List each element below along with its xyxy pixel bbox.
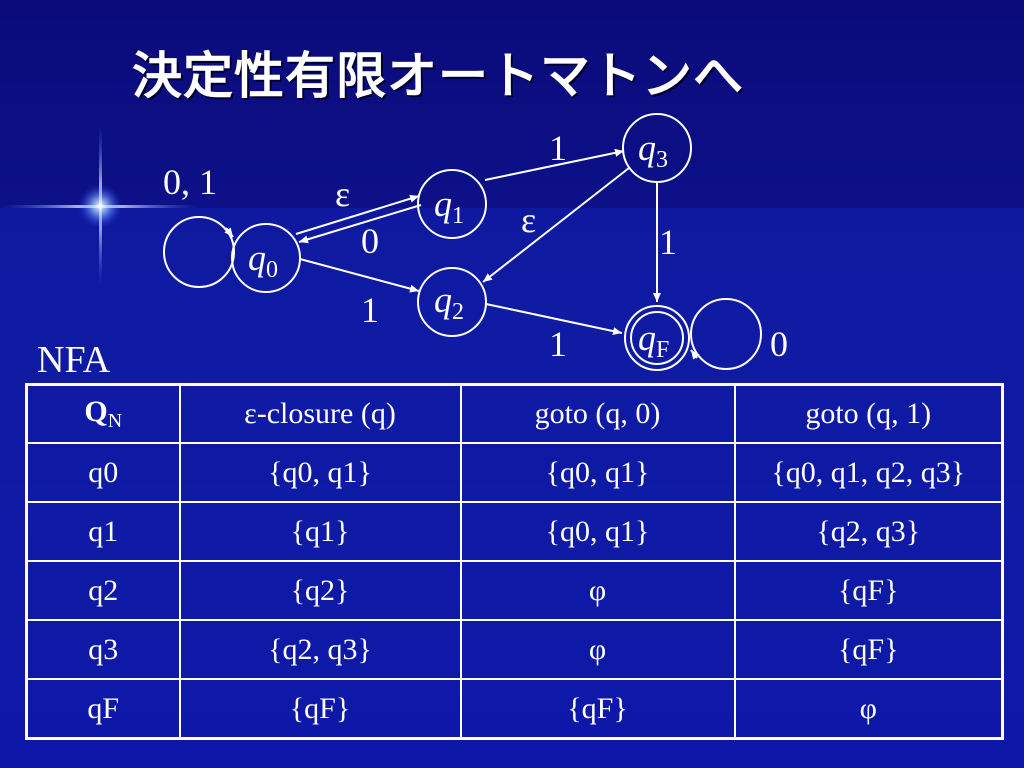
edge-q2-qf-one bbox=[485, 303, 623, 336]
state-q3-label: q3 bbox=[638, 128, 668, 173]
table-row: q1 {q1} {q0, q1} {q2, q3} bbox=[25, 501, 1004, 562]
edge-label-q0-q1: ε bbox=[335, 174, 350, 214]
loop-qf bbox=[690, 298, 762, 370]
cell-goto1: {qF} bbox=[733, 619, 1004, 680]
cell-closure: {q2, q3} bbox=[178, 619, 462, 680]
cell-state: q0 bbox=[25, 442, 181, 503]
table-header-row: QN ε-closure (q) goto (q, 0) goto (q, 1) bbox=[25, 383, 1004, 444]
table-row: qF {qF} {qF} φ bbox=[25, 678, 1004, 740]
cell-goto1: {q0, q1, q2, q3} bbox=[733, 442, 1004, 503]
edge-label-q1-q0: 0 bbox=[361, 221, 379, 261]
cell-goto0: {q0, q1} bbox=[459, 501, 736, 562]
state-qf-circle-inner bbox=[630, 311, 684, 365]
loop-q0-arrow bbox=[224, 227, 234, 238]
cell-goto0: {qF} bbox=[459, 678, 736, 740]
header-goto1: goto (q, 1) bbox=[733, 383, 1004, 444]
state-q2-label: q2 bbox=[434, 280, 464, 325]
closure-table: QN ε-closure (q) goto (q, 0) goto (q, 1)… bbox=[25, 383, 1004, 740]
lens-flare bbox=[0, 125, 200, 285]
state-q0-circle bbox=[231, 223, 301, 293]
state-q1-circle bbox=[417, 169, 487, 239]
edge-label-q3-q2: ε bbox=[521, 200, 536, 240]
page-title: 決定性有限オートマトンへ bbox=[132, 47, 744, 105]
cell-closure: {q0, q1} bbox=[178, 442, 462, 503]
cell-closure: {q1} bbox=[178, 501, 462, 562]
state-q1-label: q1 bbox=[434, 184, 464, 229]
cell-state: q3 bbox=[25, 619, 181, 680]
state-qf-label: qF bbox=[638, 318, 669, 363]
table-row: q2 {q2} φ {qF} bbox=[25, 560, 1004, 621]
loop-q0 bbox=[163, 216, 235, 288]
edge-q1-q0-zero bbox=[298, 204, 422, 244]
cell-closure: {qF} bbox=[178, 678, 462, 740]
loop-qf-arrow bbox=[690, 349, 700, 360]
state-qf-circle-outer bbox=[624, 305, 690, 371]
edge-q0-q1-epsilon bbox=[295, 194, 420, 235]
edge-q1-q3-one bbox=[484, 148, 625, 181]
cell-state: q2 bbox=[25, 560, 181, 621]
edge-label-q2-qf: 1 bbox=[549, 324, 567, 364]
edge-label-q0-q2: 1 bbox=[361, 290, 379, 330]
cell-goto1: {qF} bbox=[733, 560, 1004, 621]
cell-goto0: {q0, q1} bbox=[459, 442, 736, 503]
table-row: q3 {q2, q3} φ {qF} bbox=[25, 619, 1004, 680]
edge-q3-q2-epsilon bbox=[482, 167, 630, 283]
edge-label-qf-loop: 0 bbox=[770, 324, 788, 364]
cell-goto0: φ bbox=[459, 619, 736, 680]
header-goto0: goto (q, 0) bbox=[459, 383, 736, 444]
cell-goto1: φ bbox=[733, 678, 1004, 740]
edge-label-q1-q3: 1 bbox=[549, 128, 567, 168]
state-q2-circle bbox=[417, 267, 487, 337]
header-qn: QN bbox=[25, 383, 181, 444]
cell-state: qF bbox=[25, 678, 181, 740]
table-row: q0 {q0, q1} {q0, q1} {q0, q1, q2, q3} bbox=[25, 442, 1004, 503]
nfa-label: NFA bbox=[37, 339, 111, 381]
cell-goto0: φ bbox=[459, 560, 736, 621]
state-q0-label: q0 bbox=[248, 238, 278, 283]
cell-state: q1 bbox=[25, 501, 181, 562]
cell-goto1: {q2, q3} bbox=[733, 501, 1004, 562]
edge-label-q3-qf: 1 bbox=[659, 222, 677, 262]
cell-closure: {q2} bbox=[178, 560, 462, 621]
header-closure: ε-closure (q) bbox=[178, 383, 462, 444]
edge-label-q0-loop: 0, 1 bbox=[163, 162, 217, 202]
edge-q0-q2-one bbox=[299, 258, 420, 293]
